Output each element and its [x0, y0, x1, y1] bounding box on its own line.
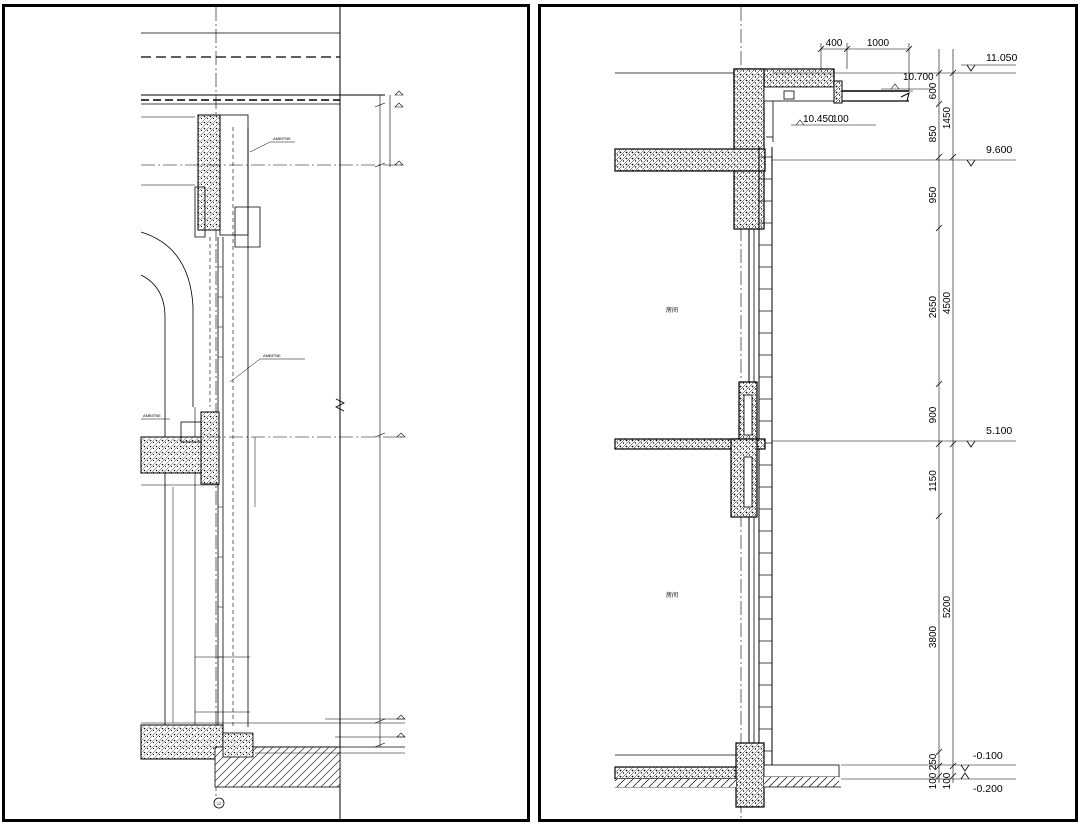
left-section-svg: 12: [140, 7, 406, 819]
dim-400: 400: [826, 38, 843, 49]
break-mark: [335, 398, 345, 412]
exterior-paving: [763, 764, 840, 778]
dim-1000: 1000: [867, 38, 890, 49]
note-label-1: AMBITNE: [273, 136, 291, 141]
ground-slab: [140, 724, 224, 760]
dim-3800: 3800: [928, 625, 939, 648]
axis-bubble: [213, 797, 225, 809]
canopy-soffit-elevation: 10.450: [803, 114, 834, 125]
dim-4500: 4500: [942, 291, 953, 314]
dim-1450: 1450: [942, 106, 953, 129]
foundation: [735, 742, 765, 808]
axis-label: 12: [217, 801, 222, 806]
level-minus-0100: -0.100: [973, 750, 1003, 762]
right-section-drawing: 400 1000 10.700 10.450 100 房间 房间: [538, 4, 1078, 822]
level-minus-0200: -0.200: [973, 783, 1003, 795]
right-section-svg: 400 1000 10.700 10.450 100 房间 房间: [614, 7, 1017, 819]
level-9600: 9.600: [986, 144, 1012, 156]
dim-900: 900: [928, 406, 939, 423]
canopy-elevation: 10.700: [903, 72, 934, 83]
facade-panel-joints: [759, 156, 772, 752]
upper-wall: [197, 114, 221, 231]
dim-600: 600: [928, 82, 939, 99]
arch-inner: [140, 274, 166, 727]
dim-2650: 2650: [928, 295, 939, 318]
dim-1150: 1150: [928, 470, 939, 492]
dim-100-outer: 100: [942, 772, 953, 789]
room-label-lower: 房间: [666, 591, 678, 599]
dim-950: 950: [928, 186, 939, 203]
upper-window-frame: [219, 114, 249, 236]
note-label-2: AMBITNE: [263, 353, 281, 358]
ground-slab: [614, 766, 741, 780]
level-11050: 11.050: [986, 52, 1017, 64]
level-5100: 5.100: [986, 425, 1012, 437]
dim-ticks: [935, 69, 957, 780]
dim-250: 250: [928, 753, 939, 770]
left-section-drawing: 12: [2, 4, 530, 822]
canopy-soffit-extra: 100: [832, 114, 849, 125]
dim-5200: 5200: [942, 595, 953, 618]
note-label-3: AMBITNE: [143, 413, 161, 418]
room-label-upper: 房间: [666, 306, 678, 314]
arch-outer: [140, 231, 194, 407]
dim-100-inner: 100: [928, 772, 939, 789]
upper-floor-slab: [614, 148, 766, 172]
middle-beam: [200, 411, 220, 485]
dim-850: 850: [928, 125, 939, 142]
